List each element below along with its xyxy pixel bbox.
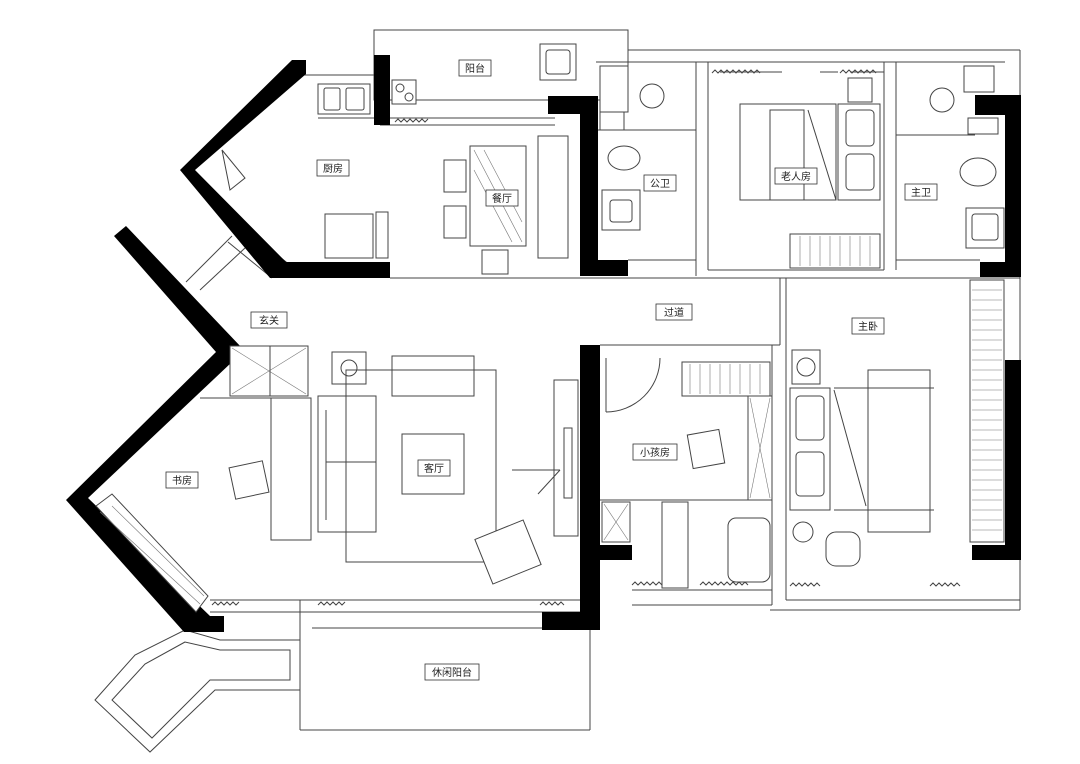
label-public-wc: 公卫 bbox=[643, 174, 677, 192]
label-entry: 玄关 bbox=[250, 311, 288, 329]
label-living: 客厅 bbox=[417, 459, 451, 477]
label-kitchen: 厨房 bbox=[316, 159, 350, 177]
fixtures bbox=[95, 43, 1005, 613]
svg-text:玄关: 玄关 bbox=[259, 314, 279, 327]
label-leisure-balcony: 休闲阳台 bbox=[424, 663, 480, 681]
svg-text:休闲阳台: 休闲阳台 bbox=[432, 666, 472, 679]
svg-text:小孩房: 小孩房 bbox=[640, 446, 670, 459]
label-elder-room: 老人房 bbox=[774, 167, 818, 185]
exterior-walls bbox=[66, 55, 1021, 632]
label-balcony-top: 阳台 bbox=[458, 59, 492, 77]
label-study: 书房 bbox=[165, 471, 199, 489]
svg-text:主卫: 主卫 bbox=[911, 187, 931, 199]
svg-text:主卧: 主卧 bbox=[858, 320, 878, 333]
svg-text:过道: 过道 bbox=[664, 306, 684, 319]
label-kids-room: 小孩房 bbox=[632, 443, 678, 461]
label-dining: 餐厅 bbox=[485, 189, 519, 207]
svg-text:阳台: 阳台 bbox=[465, 62, 485, 75]
label-master-wc: 主卫 bbox=[904, 183, 938, 201]
svg-text:老人房: 老人房 bbox=[781, 170, 811, 183]
label-corridor: 过道 bbox=[655, 303, 693, 321]
sliding-tracks bbox=[211, 69, 961, 606]
svg-text:书房: 书房 bbox=[172, 474, 192, 487]
label-master-bedroom: 主卧 bbox=[851, 317, 885, 335]
svg-text:公卫: 公卫 bbox=[650, 179, 670, 190]
svg-text:餐厅: 餐厅 bbox=[492, 192, 512, 205]
svg-text:厨房: 厨房 bbox=[323, 162, 343, 175]
room-labels: 阳台 厨房 餐厅 公卫 老人房 主卫 玄关 过道 bbox=[165, 59, 938, 681]
svg-text:客厅: 客厅 bbox=[424, 462, 444, 475]
